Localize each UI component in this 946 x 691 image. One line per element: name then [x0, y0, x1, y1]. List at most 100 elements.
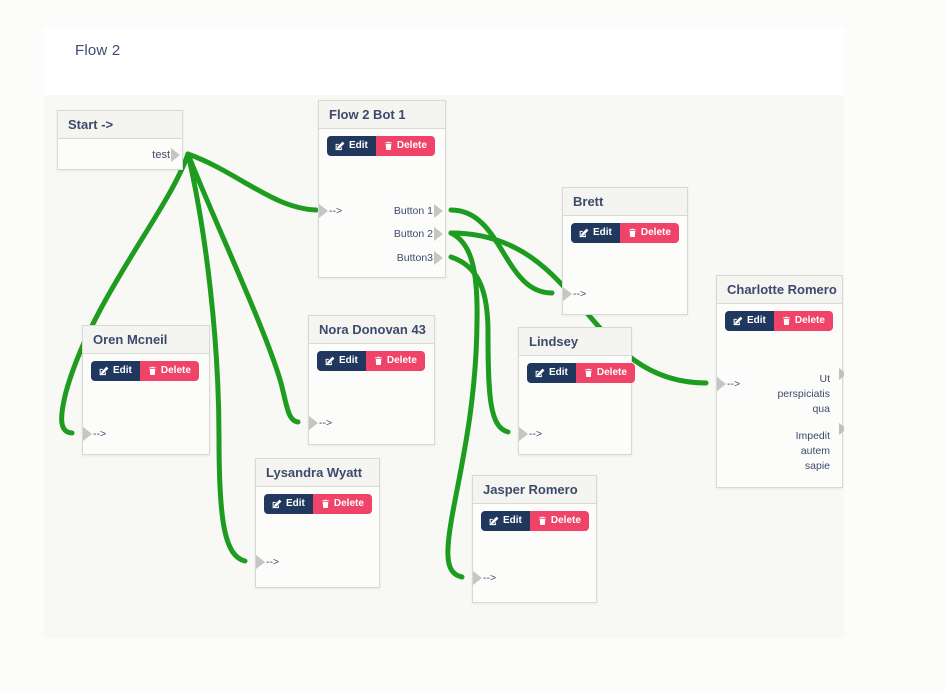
node-title: Oren Mcneil	[83, 326, 209, 354]
edit-button[interactable]: Edit	[571, 223, 620, 243]
output-port-button1[interactable]: Button 1	[393, 203, 443, 219]
pencil-icon	[325, 356, 335, 366]
delete-button[interactable]: Delete	[312, 494, 372, 514]
input-arrow-icon[interactable]	[717, 377, 726, 391]
option-list: Ut perspiciatis qua Impedit autem sapie	[777, 372, 830, 474]
input-port[interactable]: -->	[256, 554, 279, 570]
input-port[interactable]: -->	[319, 203, 343, 219]
node-title: Lindsey	[519, 328, 631, 356]
connection-test-to-nora[interactable]	[185, 151, 301, 425]
delete-button[interactable]: Delete	[365, 351, 425, 371]
input-port-label: -->	[319, 417, 333, 429]
delete-button-label: Delete	[396, 140, 427, 151]
trash-icon	[322, 499, 329, 508]
input-arrow-icon[interactable]	[473, 571, 482, 585]
output-port-label: Button 1	[393, 205, 433, 217]
pencil-icon	[489, 516, 499, 526]
output-arrow-icon[interactable]	[434, 251, 443, 265]
flow-node-flow2bot1[interactable]: Flow 2 Bot 1 Edit Delete --> Button 1 Bu…	[318, 100, 446, 278]
input-port[interactable]: -->	[519, 426, 543, 442]
edit-button[interactable]: Edit	[317, 351, 366, 371]
input-port-label: -->	[573, 288, 587, 300]
edit-button-label: Edit	[339, 355, 358, 366]
edit-button[interactable]: Edit	[264, 494, 313, 514]
delete-button-label: Delete	[794, 315, 825, 326]
delete-button[interactable]: Delete	[139, 361, 199, 381]
delete-button-label: Delete	[333, 498, 364, 509]
node-title: Jasper Romero	[473, 476, 596, 504]
output-port-test[interactable]: test	[68, 147, 180, 163]
trash-icon	[385, 141, 392, 150]
delete-button[interactable]: Delete	[619, 223, 679, 243]
input-port[interactable]: -->	[717, 376, 741, 392]
delete-button-label: Delete	[596, 367, 627, 378]
delete-button-label: Delete	[386, 355, 417, 366]
output-arrow-icon[interactable]	[434, 227, 443, 241]
input-port-label: -->	[727, 378, 741, 390]
edit-button[interactable]: Edit	[725, 311, 774, 331]
edit-button-label: Edit	[503, 515, 522, 526]
trash-icon	[375, 356, 382, 365]
delete-button-label: Delete	[550, 515, 581, 526]
flow-node-lindsey[interactable]: Lindsey Edit Delete -->	[518, 327, 635, 455]
trash-icon	[783, 316, 790, 325]
output-port-button2[interactable]: Button 2	[394, 226, 443, 242]
input-port[interactable]: -->	[83, 426, 107, 442]
connection-button2-to-jasper[interactable]	[445, 230, 480, 580]
option-text: sapie	[804, 460, 830, 472]
input-port-label: -->	[529, 428, 543, 440]
edit-button[interactable]: Edit	[91, 361, 140, 381]
output-port-label: Button3	[396, 252, 433, 264]
flow-node-start[interactable]: Start -> test	[57, 110, 183, 170]
option-text: autem	[800, 445, 830, 457]
node-title: Start ->	[58, 111, 182, 139]
edit-button-label: Edit	[747, 315, 766, 326]
node-title: Flow 2 Bot 1	[319, 101, 445, 129]
input-arrow-icon[interactable]	[519, 427, 528, 441]
connection-button1-to-brett[interactable]	[448, 207, 555, 296]
edit-button-label: Edit	[349, 140, 368, 151]
edit-button-label: Edit	[286, 498, 305, 509]
pencil-icon	[335, 141, 345, 151]
delete-button[interactable]: Delete	[529, 511, 589, 531]
output-arrow-icon[interactable]	[171, 148, 180, 162]
input-port-label: -->	[329, 205, 343, 217]
delete-button[interactable]: Delete	[375, 136, 435, 156]
output-arrow-icon[interactable]	[434, 204, 443, 218]
delete-button[interactable]: Delete	[575, 363, 635, 383]
input-arrow-icon[interactable]	[83, 427, 92, 441]
connection-test-to-lysandra[interactable]	[185, 151, 248, 564]
flow-node-charlotte[interactable]: Charlotte Romero Edit Delete --> Ut pers…	[716, 275, 844, 488]
output-port-label: test	[152, 149, 170, 161]
input-port[interactable]: -->	[309, 415, 333, 431]
node-title: Charlotte Romero	[717, 276, 842, 304]
input-port[interactable]: -->	[563, 286, 587, 302]
input-arrow-icon[interactable]	[319, 204, 328, 218]
option-text: Impedit	[795, 430, 830, 442]
flow-node-nora[interactable]: Nora Donovan 43 Edit Delete -->	[308, 315, 435, 445]
input-port[interactable]: -->	[473, 570, 497, 586]
flow-node-brett[interactable]: Brett Edit Delete -->	[562, 187, 688, 315]
pencil-icon	[733, 316, 743, 326]
edit-button[interactable]: Edit	[481, 511, 530, 531]
connection-button3-to-lindsey[interactable]	[448, 254, 511, 435]
input-port-label: -->	[93, 428, 107, 440]
input-arrow-icon[interactable]	[309, 416, 318, 430]
output-arrow-icon[interactable]	[839, 423, 844, 435]
output-port-button3[interactable]: Button3	[396, 250, 443, 266]
connection-test-to-flow2bot1[interactable]	[185, 151, 319, 213]
option-text: perspiciatis	[777, 388, 830, 400]
flow-node-lysandra[interactable]: Lysandra Wyatt Edit Delete -->	[255, 458, 380, 588]
edit-button-label: Edit	[593, 227, 612, 238]
edit-button[interactable]: Edit	[527, 363, 576, 383]
flow-canvas[interactable]: Start -> test Flow 2 Bot 1 Edit Delete -…	[44, 95, 844, 638]
input-port-label: -->	[483, 572, 497, 584]
flow-node-jasper[interactable]: Jasper Romero Edit Delete -->	[472, 475, 597, 603]
delete-button[interactable]: Delete	[773, 311, 833, 331]
output-arrow-icon[interactable]	[839, 368, 844, 380]
delete-button-label: Delete	[160, 365, 191, 376]
input-arrow-icon[interactable]	[563, 287, 572, 301]
input-arrow-icon[interactable]	[256, 555, 265, 569]
flow-node-oren[interactable]: Oren Mcneil Edit Delete -->	[82, 325, 210, 455]
edit-button[interactable]: Edit	[327, 136, 376, 156]
